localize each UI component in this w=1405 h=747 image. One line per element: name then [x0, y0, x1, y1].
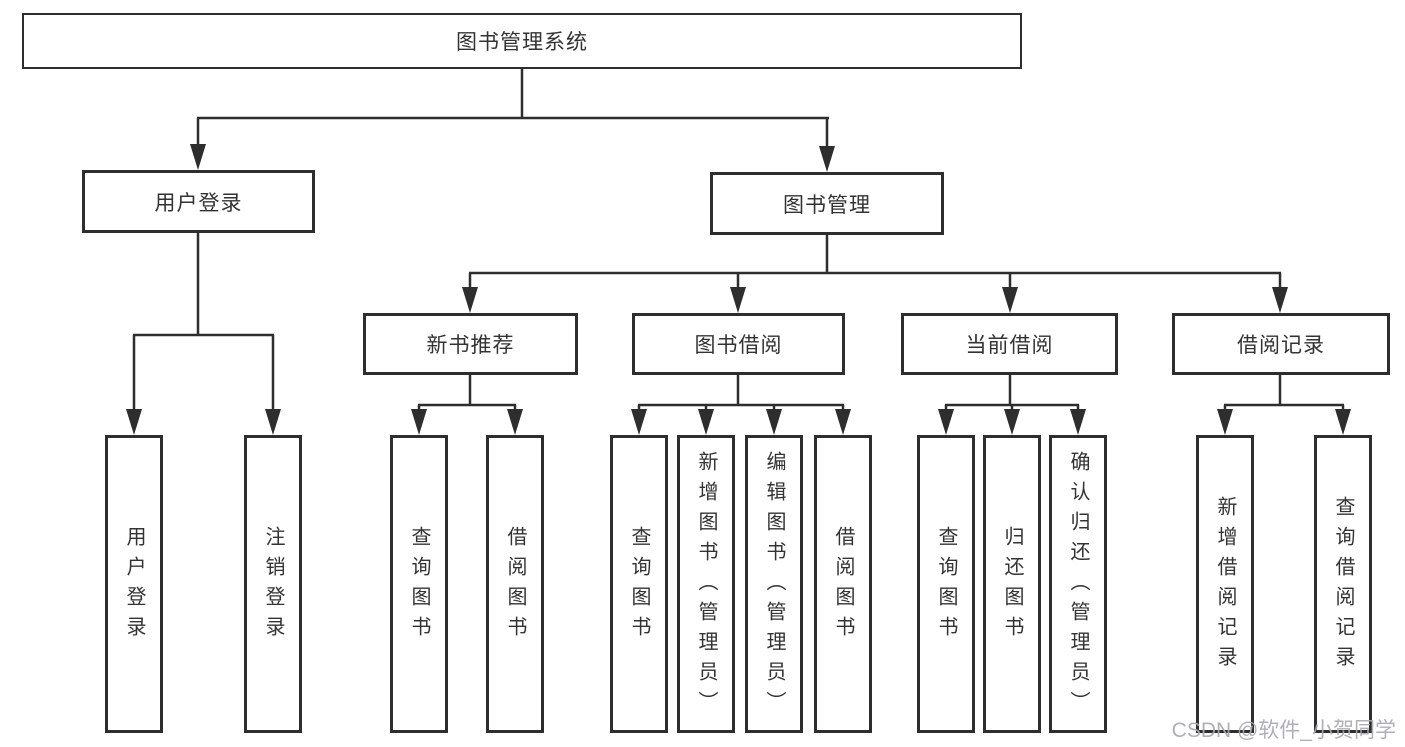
- leaf-add-borrow-record: 新增借阅记录: [1196, 435, 1254, 733]
- node-book-borrow: 图书借阅: [632, 313, 845, 375]
- node-new-book-recommend: 新书推荐: [363, 313, 578, 375]
- csdn-watermark: CSDN @软件_小贺同学: [1171, 719, 1396, 742]
- leaf-user-login: 用户登录: [105, 435, 163, 733]
- leaf-query-borrow-record: 查询借阅记录: [1314, 435, 1372, 733]
- leaf-logout: 注销登录: [244, 435, 302, 733]
- leaf-add-books-admin: 新增图书（管理员）: [677, 435, 735, 733]
- leaf-confirm-return-admin: 确认归还（管理员）: [1049, 435, 1107, 733]
- leaf-borrow-books: 借阅图书: [814, 435, 872, 733]
- leaf-edit-books-admin: 编辑图书（管理员）: [745, 435, 803, 733]
- leaf-return-books: 归还图书: [983, 435, 1041, 733]
- leaf-query-books-current: 查询图书: [917, 435, 975, 733]
- node-root-system: 图书管理系统: [22, 13, 1022, 69]
- node-book-management: 图书管理: [710, 172, 944, 235]
- node-user-login: 用户登录: [82, 170, 315, 233]
- leaf-query-books-recommend: 查询图书: [390, 435, 448, 733]
- leaf-borrow-books-recommend: 借阅图书: [486, 435, 544, 733]
- node-borrow-records: 借阅记录: [1172, 313, 1390, 375]
- node-current-borrow: 当前借阅: [901, 313, 1118, 375]
- leaf-query-books-borrow: 查询图书: [610, 435, 668, 733]
- arrowheads: [126, 144, 1351, 435]
